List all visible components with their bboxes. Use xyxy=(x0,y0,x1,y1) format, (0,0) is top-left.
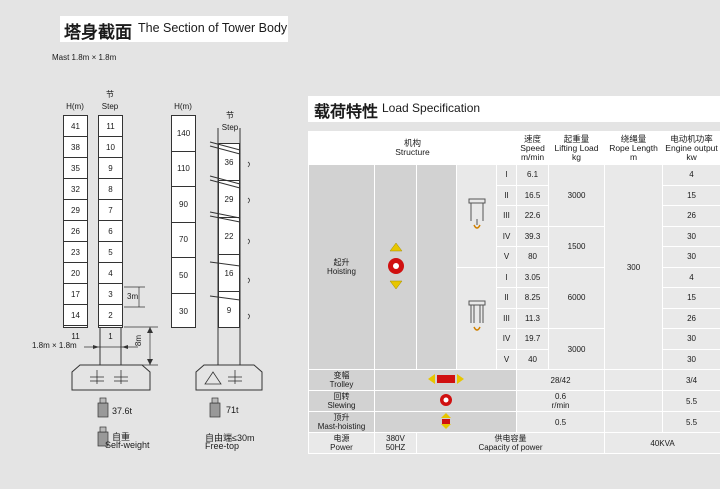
step-cell: 8 xyxy=(99,179,122,200)
load-3000: 3000 xyxy=(548,164,606,227)
left-weight-value: 37.6t xyxy=(112,406,133,416)
table-row: III 11.3 26 xyxy=(309,307,720,329)
trolley-icon xyxy=(373,369,518,391)
load-6000: 6000 xyxy=(548,266,606,329)
weight-icon xyxy=(97,397,221,447)
left-h-label: H(m) xyxy=(66,102,84,111)
height-cell: 35 xyxy=(64,158,87,179)
height-cell: 20 xyxy=(64,263,87,284)
step-cell: 10 xyxy=(99,137,122,158)
table-row: II 8.25 15 xyxy=(309,287,720,309)
step-cell: 22 xyxy=(219,218,239,255)
section-title-cn: 塔身截面 xyxy=(64,23,132,43)
height-cell: 23 xyxy=(64,242,87,263)
height-cell: 30 xyxy=(179,306,188,316)
height-cell: 11 xyxy=(71,332,80,341)
hook-double-icon xyxy=(456,266,497,370)
spec-title-cn: 载荷特性 xyxy=(314,102,379,121)
step-cell: 36 xyxy=(219,144,239,181)
height-cell: 110 xyxy=(172,152,195,187)
dim-3m: 3m xyxy=(127,292,139,301)
load-1500: 1500 xyxy=(548,225,606,268)
step-cell: 5 xyxy=(99,242,122,263)
tower-drawing xyxy=(71,128,263,447)
height-cell: 17 xyxy=(64,284,87,305)
mast-caption: Mast 1.8m × 1.8m xyxy=(52,53,117,62)
step-cell: 3 xyxy=(99,284,122,305)
mast-size-label: 1.8m × 1.8m xyxy=(32,341,77,350)
spec-title: 载荷特性 Load Specification xyxy=(308,96,720,122)
load-3000-b: 3000 xyxy=(548,328,606,370)
right-step-en: Step xyxy=(221,123,239,132)
right-step-cn: 节 xyxy=(226,111,234,120)
rope-length: 300 xyxy=(604,164,664,370)
left-step-cn: 节 xyxy=(106,90,114,99)
step-cell: 9 xyxy=(99,158,122,179)
step-cell: 11 xyxy=(99,116,122,137)
height-cell: 38 xyxy=(64,137,87,158)
left-weight-en: Self-weight xyxy=(105,440,150,450)
table-row: II 16.5 15 xyxy=(309,184,720,206)
section-title-en: The Section of Tower Body xyxy=(138,21,288,35)
height-cell: 32 xyxy=(64,179,87,200)
slewing-icon xyxy=(373,390,518,412)
spec-title-en: Load Specification xyxy=(382,101,481,115)
table-row: III 22.6 26 xyxy=(309,205,720,227)
left-weight-cn: 自重 xyxy=(112,432,131,442)
right-weight-value: 71t xyxy=(226,405,239,415)
table-row: IV 39.3 1500 30 xyxy=(309,225,720,268)
height-cell: 90 xyxy=(172,187,195,223)
dim-8m: 8m xyxy=(134,334,144,347)
free-top-cn: 自由端≤30m xyxy=(205,433,255,443)
height-cell: 14 xyxy=(64,305,87,326)
height-cell: 140 xyxy=(172,116,195,152)
step-cell: 16 xyxy=(219,255,239,292)
height-cell: 26 xyxy=(64,221,87,242)
table-row: IV 19.7 3000 30 xyxy=(309,328,720,370)
step-cell: 7 xyxy=(99,200,122,221)
step-cell: 6 xyxy=(99,221,122,242)
free-top-en: Free-top xyxy=(205,441,240,451)
mast-hoisting-icon xyxy=(373,411,518,433)
step-cell: 4 xyxy=(99,263,122,284)
height-cell: 29 xyxy=(64,200,87,221)
right-h-label: H(m) xyxy=(174,102,192,111)
height-cell: 70 xyxy=(172,223,195,258)
section-title: 塔身截面 The Section of Tower Body xyxy=(60,16,288,43)
step-cell: 2 xyxy=(99,305,122,326)
step-cell: 9 xyxy=(226,306,232,315)
hoisting-control-icon xyxy=(374,164,417,370)
step-cell: 1 xyxy=(108,332,113,341)
hook-single-icon xyxy=(456,164,497,268)
height-cell: 41 xyxy=(64,116,87,137)
step-cell: 29 xyxy=(219,181,239,218)
height-cell: 50 xyxy=(172,258,195,294)
left-step-en: Step xyxy=(101,102,119,111)
